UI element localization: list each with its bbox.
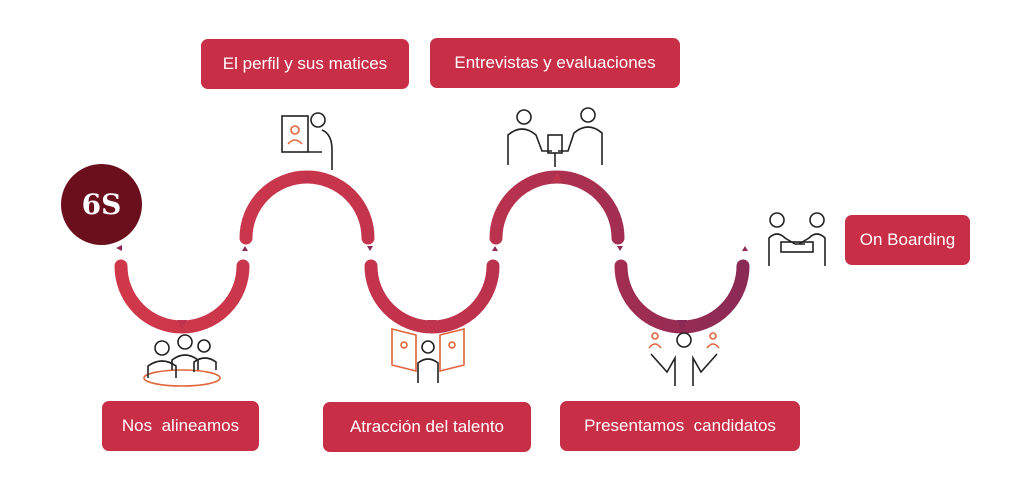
arc-1 [114,259,250,334]
step-3-label: Atracción del talento [323,402,531,452]
arc-3 [364,259,500,334]
arc-2 [239,170,375,245]
arc-5 [614,259,750,334]
team-meeting-icon [143,334,221,387]
company-logo: 6S [61,164,142,245]
present-candidates-icon [648,332,720,386]
logo-text: 6S [81,188,122,221]
step-1-label: Nos alineamos [102,401,259,451]
profile-clipboard-icon [281,112,333,170]
handshake-icon [768,212,826,266]
step-6-label: On Boarding [845,215,970,265]
arc-4 [489,170,625,245]
interview-icon [507,107,603,167]
step-5-label: Presentamos candidatos [560,401,800,451]
talent-attraction-icon [391,327,465,383]
step-4-label: Entrevistas y evaluaciones [430,38,680,88]
step-2-label: El perfil y sus matices [201,39,409,89]
